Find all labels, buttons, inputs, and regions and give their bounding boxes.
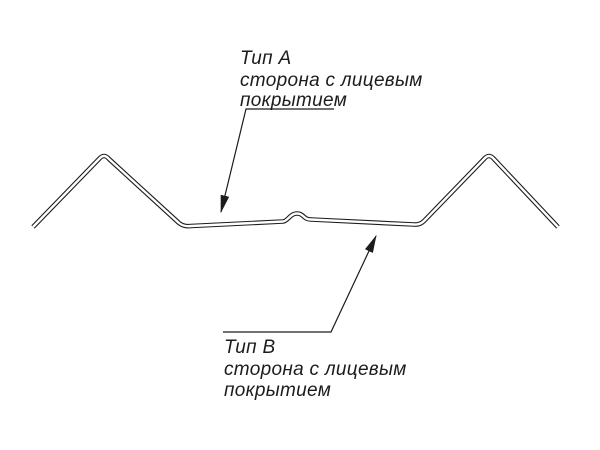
profile-outline-outer (31, 153, 560, 229)
label-type-a-line2: покрытием (240, 90, 347, 111)
label-type-a-line1: сторона с лицевым (240, 70, 423, 91)
label-type-a: Тип А сторона с лицевым покрытием (240, 48, 423, 111)
leader-line-type-a (220, 108, 334, 214)
profile-outline-core (32, 154, 559, 228)
label-type-b-line2: покрытием (224, 380, 331, 401)
leader-line-type-b (223, 234, 377, 333)
label-type-b: Тип В сторона с лицевым покрытием (224, 337, 407, 401)
label-type-b-title: Тип В (224, 337, 275, 358)
label-type-b-line1: сторона с лицевым (224, 359, 407, 380)
label-type-a-title: Тип А (240, 48, 291, 69)
